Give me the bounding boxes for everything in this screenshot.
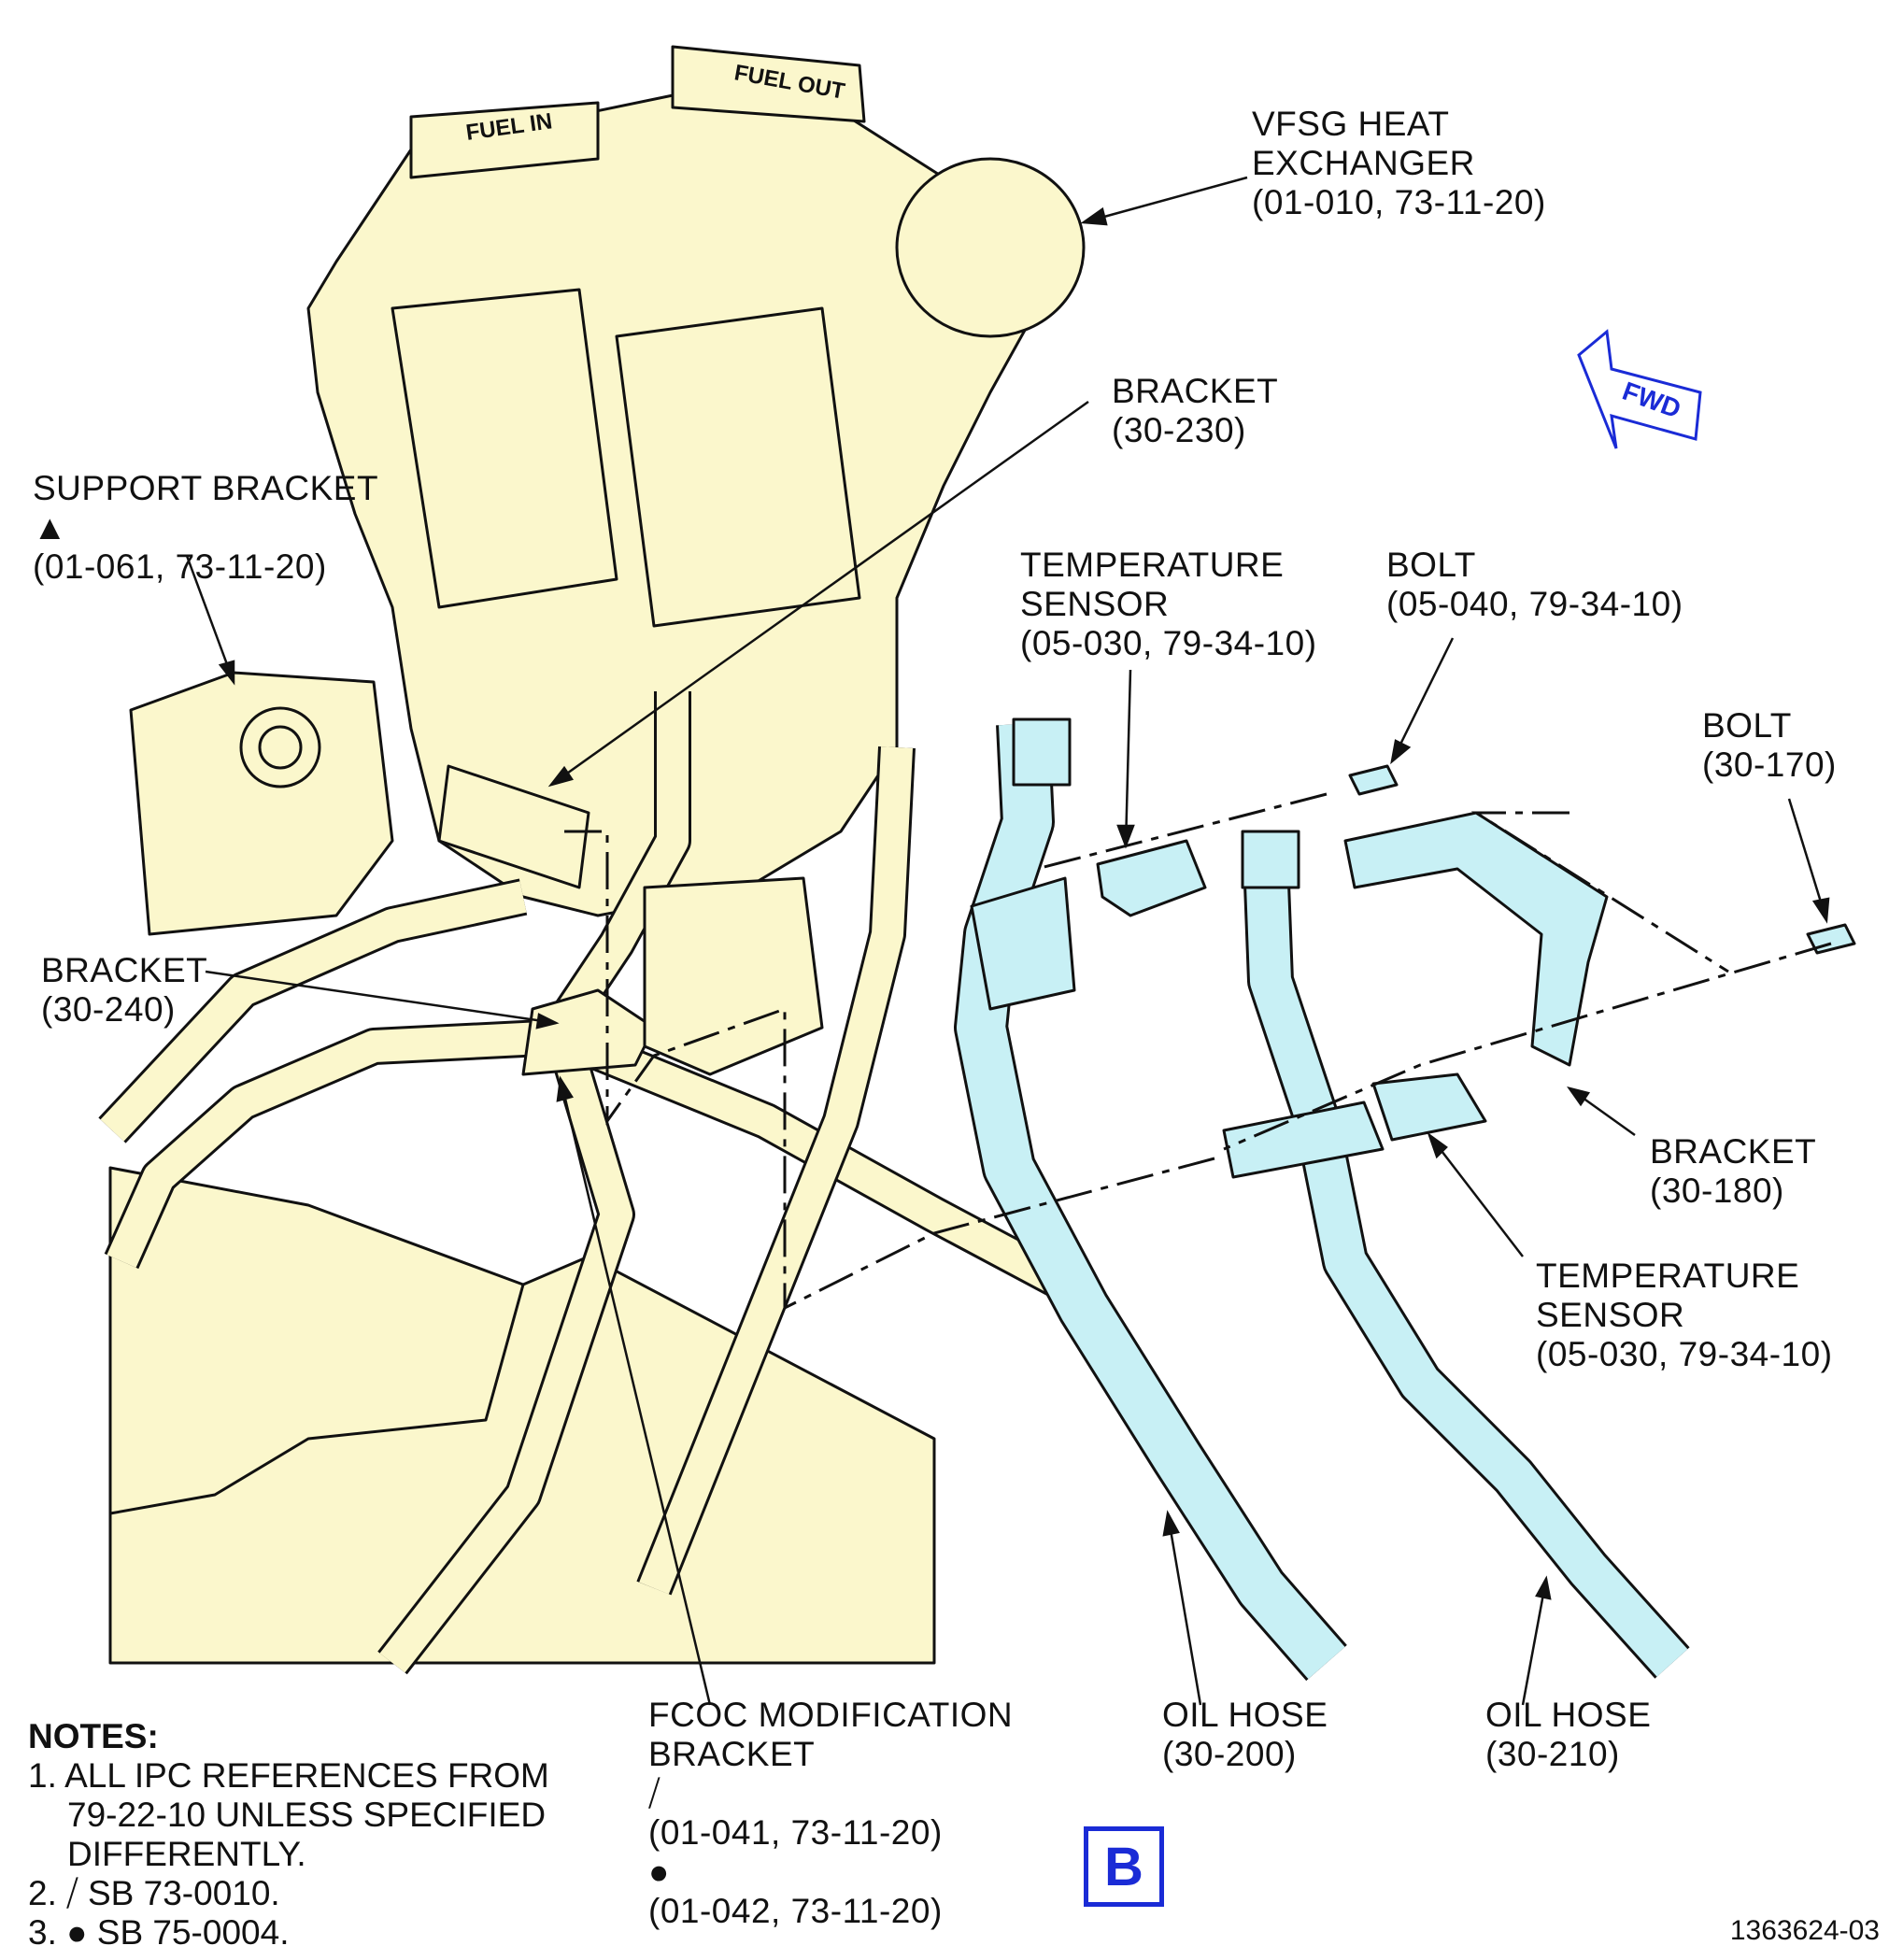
label-line: (30-240) xyxy=(41,990,176,1029)
label-line: (30-210) xyxy=(1485,1735,1620,1773)
filter-cylinder-left xyxy=(391,288,618,609)
label-bolt-05-040: BOLT (05-040, 79-34-10) xyxy=(1386,546,1683,624)
bracket-30-230 xyxy=(437,764,590,889)
document-number: 1363624-03 xyxy=(1729,1915,1880,1946)
label-line: (05-030, 79-34-10) xyxy=(1020,624,1317,662)
label-temperature-sensor-2: TEMPERATURE SENSOR (05-030, 79-34-10) xyxy=(1536,1257,1833,1374)
label-line: SENSOR xyxy=(1536,1296,1685,1334)
label-vfsg-heat-exchanger: VFSG HEAT EXCHANGER (01-010, 73-11-20) xyxy=(1252,105,1546,222)
label-line: (05-040, 79-34-10) xyxy=(1386,585,1683,623)
label-line: BRACKET xyxy=(1112,372,1279,410)
sensor-block-1 xyxy=(970,876,1076,1011)
label-line: EXCHANGER xyxy=(1252,144,1475,182)
label-bracket-30-240: BRACKET (30-240) xyxy=(41,951,207,1030)
label-line: (05-030, 79-34-10) xyxy=(1536,1335,1833,1373)
label-ref: (01-061, 73-11-20) xyxy=(33,547,327,586)
lower-plate-edge xyxy=(109,1284,525,1515)
sensor-1 xyxy=(1096,839,1207,917)
fcoc-bracket xyxy=(643,876,824,1076)
fwd-arrow xyxy=(1577,329,1702,449)
label-line: BOLT xyxy=(1702,706,1792,745)
notes-block: NOTES: 1. ALL IPC REFERENCES FROM 79-22-… xyxy=(28,1717,549,1953)
label-line: SUPPORT BRACKET xyxy=(33,469,379,507)
label-line: BRACKET xyxy=(648,1735,816,1773)
dot-icon: ● xyxy=(648,1853,670,1891)
label-bracket-30-180: BRACKET (30-180) xyxy=(1650,1132,1816,1211)
label-oil-hose-30-210: OIL HOSE (30-210) xyxy=(1485,1696,1651,1774)
label-ref: (01-041, 73-11-20) xyxy=(648,1813,943,1852)
label-line: TEMPERATURE xyxy=(1020,546,1285,584)
label-line: (01-010, 73-11-20) xyxy=(1252,183,1546,221)
fuel-out-port xyxy=(671,45,866,123)
slash-triangle-icon: ⧸ xyxy=(648,1774,661,1812)
label-line: OIL HOSE xyxy=(1162,1696,1328,1734)
label-fcoc-modification-bracket: FCOC MODIFICATION BRACKET ⧸(01-041, 73-1… xyxy=(648,1696,1013,1931)
label-line: (30-180) xyxy=(1650,1172,1784,1210)
label-line: OIL HOSE xyxy=(1485,1696,1652,1734)
label-line: BRACKET xyxy=(41,951,208,989)
label-ref: (01-042, 73-11-20) xyxy=(648,1892,943,1930)
label-line: ⧸(01-041, 73-11-20) xyxy=(648,1774,1013,1853)
label-oil-hose-30-200: OIL HOSE (30-200) xyxy=(1162,1696,1328,1774)
label-line: ▲(01-061, 73-11-20) xyxy=(33,508,378,587)
sensor-block-2 xyxy=(1222,1101,1385,1179)
bracket-30-240 xyxy=(521,988,656,1076)
label-line: BRACKET xyxy=(1650,1132,1817,1171)
note-2: 2. ⧸ SB 73-0010. xyxy=(28,1874,280,1912)
view-label: B xyxy=(1084,1826,1164,1907)
label-line: SENSOR xyxy=(1020,585,1170,623)
label-bracket-30-230: BRACKET (30-230) xyxy=(1112,372,1278,450)
label-temperature-sensor-1: TEMPERATURE SENSOR (05-030, 79-34-10) xyxy=(1020,546,1317,663)
label-line: VFSG HEAT xyxy=(1252,105,1450,143)
fuel-in-port xyxy=(409,101,600,179)
filter-cylinder-right xyxy=(615,306,861,628)
label-line: TEMPERATURE xyxy=(1536,1257,1800,1295)
label-line: ●(01-042, 73-11-20) xyxy=(648,1853,1013,1931)
note-1-cont: 79-22-10 UNLESS SPECIFIED xyxy=(67,1796,547,1834)
triangle-icon: ▲ xyxy=(33,508,68,547)
heat-exchanger-head xyxy=(895,157,1086,338)
label-line: (30-170) xyxy=(1702,746,1837,784)
label-support-bracket: SUPPORT BRACKET ▲(01-061, 73-11-20) xyxy=(33,469,378,587)
note-1-cont: DIFFERENTLY. xyxy=(67,1835,306,1873)
note-3: 3. ● SB 75-0004. xyxy=(28,1913,290,1952)
label-bolt-30-170: BOLT (30-170) xyxy=(1702,706,1837,785)
sensor-2 xyxy=(1371,1072,1487,1142)
label-line: FCOC MODIFICATION xyxy=(648,1696,1014,1734)
bracket-30-180 xyxy=(1343,811,1609,1067)
label-line: BOLT xyxy=(1386,546,1476,584)
label-line: (30-230) xyxy=(1112,411,1246,449)
note-1: 1. ALL IPC REFERENCES FROM xyxy=(28,1756,549,1795)
notes-header: NOTES: xyxy=(28,1717,159,1755)
bolt-05-040 xyxy=(1348,764,1399,796)
label-line: (30-200) xyxy=(1162,1735,1297,1773)
